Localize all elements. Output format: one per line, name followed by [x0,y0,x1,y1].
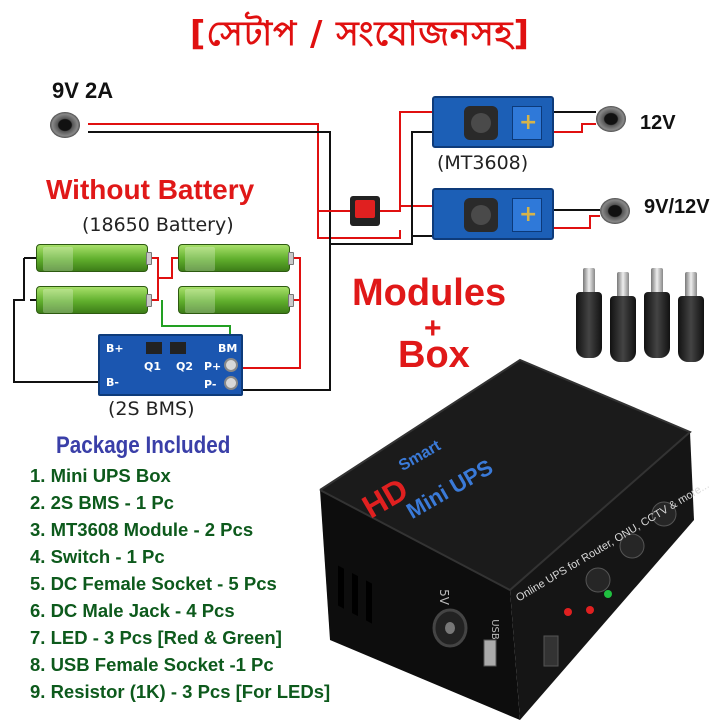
wire-input-positive [88,123,401,239]
dc-male-jack-1 [576,268,602,358]
inductor-coil [464,106,498,140]
battery-cell-1 [36,244,152,272]
wire-batt-link-left [152,257,159,301]
bms-b-minus: B- [106,376,119,389]
dc-male-jack-3 [644,268,670,358]
list-item: 6. DC Male Jack - 4 Pcs [30,600,235,621]
usb-port [483,639,497,667]
wire-batt-link-mid [158,257,178,279]
dc-out-port-1 [585,567,611,593]
wire-out2-pos [554,215,600,229]
potentiometer [512,198,542,232]
bms-pad [224,376,238,390]
box-front-face [320,490,520,720]
mini-ups-box [319,358,694,720]
plus-sign: + [424,312,442,345]
bms-p-minus: P- [204,378,217,391]
mt3608-module-2 [432,188,554,240]
list-item: 1. Mini UPS Box [30,465,171,486]
battery-cell-2 [178,244,294,272]
package-title: Package Included [56,432,231,459]
input-voltage-label: 9V 2A [52,78,114,103]
rocker-switch [350,196,380,226]
output-2-voltage-label: 9V/12V [644,196,710,218]
wire-ground-return [330,236,413,245]
wire-switch-module2 [399,205,432,211]
list-item: 4. Switch - 1 Pc [30,546,165,567]
led-red [564,608,572,616]
without-battery-label: Without Battery [46,174,255,205]
wire-bms-pplus [240,300,301,369]
list-item: 7. LED - 3 Pcs [Red & Green] [30,627,282,648]
bms-bm: BM [218,342,238,355]
dc-out-port-2 [619,533,645,559]
battery-label: (18650 Battery) [82,214,234,236]
bms-q1: Q1 [144,360,162,373]
package-list: 1. Mini UPS Box 2. 2S BMS - 1 Pc 3. MT36… [30,462,330,705]
dc-out-port-3 [651,501,677,527]
bms-label: (2S BMS) [108,398,195,420]
output-socket-1 [596,106,626,132]
bms-p-plus: P+ [204,360,222,373]
bms-q2: Q2 [176,360,194,373]
dc-male-jack-2 [610,272,636,362]
power-switch [543,635,559,667]
wire-out1-pos [554,123,596,133]
wire-input-negative [88,131,331,391]
led-red [586,606,594,614]
list-item: 5. DC Female Socket - 5 Pcs [30,573,277,594]
port-5v-label: 5V [436,589,451,605]
list-item: 9. Resistor (1K) - 3 Pcs [For LEDs] [30,681,331,702]
dc-male-jack-4 [678,272,704,362]
wire-switch-module1 [380,111,432,212]
inductor-coil [464,198,498,232]
page-title: [সেটাপ / সংযোজনসহ] [189,14,531,54]
output-1-voltage-label: 12V [640,112,676,134]
list-item: 8. USB Female Socket -1 Pc [30,654,274,675]
box-heading: Box [398,334,470,376]
input-dc-socket [50,112,80,138]
module-label: (MT3608) [437,152,529,174]
bms-chip [170,342,186,354]
bms-board: B+ BM B- Q1 Q2 P+ P- [98,334,243,396]
potentiometer [512,106,542,140]
bms-chip [146,342,162,354]
output-socket-2 [600,198,630,224]
battery-cell-3 [36,286,152,314]
wire-module-ground [411,131,432,237]
port-usb-label: USB [488,619,500,640]
battery-cell-4 [178,286,294,314]
bms-b-plus: B+ [106,342,124,355]
modules-heading: Modules [352,272,507,314]
list-item: 3. MT3608 Module - 2 Pcs [30,519,254,540]
wire-batt-link-right [294,257,301,301]
mt3608-module-1 [432,96,554,148]
list-item: 2. 2S BMS - 1 Pc [30,492,174,513]
bms-pad [224,358,238,372]
box-top-face [320,360,690,590]
led-green [604,590,612,598]
wire-bms-bminus [13,258,98,383]
